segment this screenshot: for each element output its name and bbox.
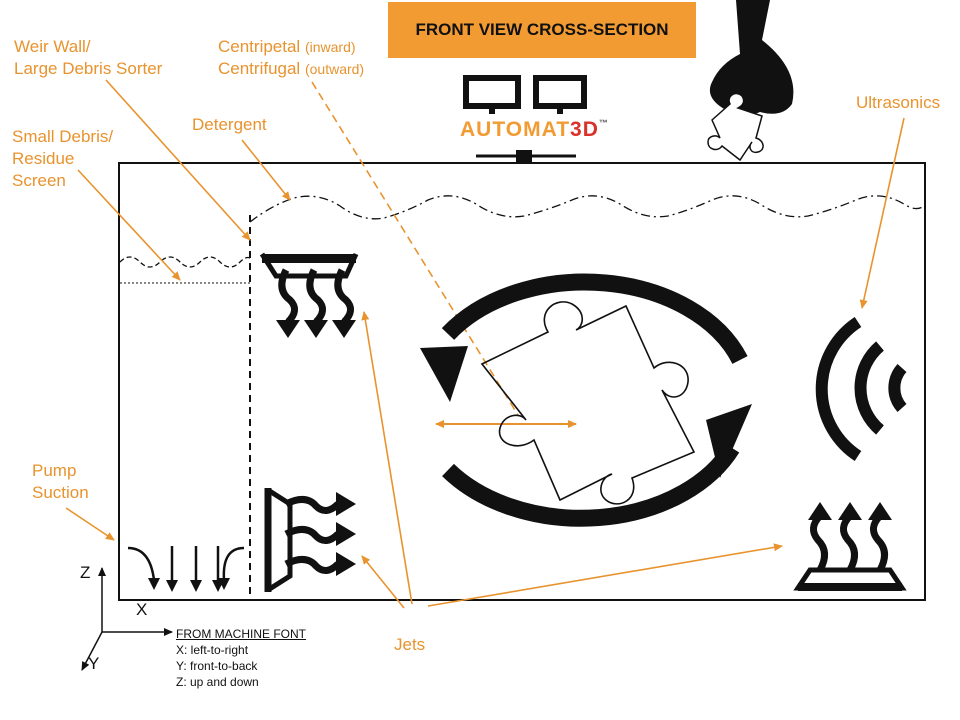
small-debris-line3: Screen (12, 171, 66, 190)
held-puzzle-piece-icon (707, 92, 764, 162)
ultrasonic-waves-icon (815, 316, 907, 462)
weir-wall-label-line1: Weir Wall/ (14, 37, 91, 56)
small-debris-leader (77, 169, 181, 281)
centripetal-note: (inward) (304, 39, 356, 55)
jets-label: Jets (394, 635, 426, 654)
jet-up-icon (793, 502, 907, 591)
centripetal-leader (311, 81, 519, 416)
legend-y: Y: front-to-back (176, 659, 258, 673)
hand-icon (709, 0, 794, 116)
suction-arrows-icon (127, 546, 245, 584)
jet-sideways-icon (264, 487, 356, 593)
monitors-logo-icon (463, 75, 587, 114)
logo-underline-block (516, 150, 532, 162)
small-debris-line1: Small Debris/ (12, 127, 114, 146)
ultrasonics-leader (859, 117, 905, 309)
automat3d-logo-text: AUTOMAT3D™ (460, 118, 609, 142)
axis-legend: FROM MACHINE FONT X: left-to-right Y: fr… (176, 626, 306, 690)
jets-leader-top (361, 311, 413, 605)
puzzle-piece-icon (480, 301, 696, 505)
weir-wall-label-line2: Large Debris Sorter (14, 59, 163, 78)
diagram-title: FRONT VIEW CROSS-SECTION (388, 2, 696, 58)
rotation-arrows-icon (441, 273, 748, 527)
axis-y-label: Y (88, 654, 100, 673)
pump-suction-line2: Suction (32, 483, 89, 502)
centripetal-text: Centripetal (218, 37, 301, 56)
jets-leader-mid (361, 555, 405, 609)
centripetal-centrifugal-label: Centripetal (inward) Centrifugal (outwar… (218, 36, 364, 80)
weir-wall-label: Weir Wall/ Large Debris Sorter (14, 36, 162, 80)
axis-gizmo (81, 567, 173, 671)
logo-tm: ™ (598, 118, 609, 128)
detergent-label: Detergent (192, 115, 267, 134)
pump-suction-leader (65, 507, 115, 541)
jet-down-icon (259, 252, 359, 338)
suction-arrowheads (148, 578, 230, 592)
small-debris-label: Small Debris/ Residue Screen (12, 126, 113, 192)
rotation-arrowhead-right (706, 404, 752, 478)
centrifugal-text: Centrifugal (218, 59, 301, 78)
rotation-arrowhead-left (420, 346, 468, 402)
tank-outline (118, 162, 926, 601)
ultrasonics-label: Ultrasonics (856, 93, 941, 112)
small-debris-line2: Residue (12, 149, 75, 168)
water-surface-line (249, 195, 925, 223)
axis-z-label: Z (80, 563, 91, 582)
legend-x: X: left-to-right (176, 643, 249, 657)
weir-wall-leader (105, 79, 251, 241)
screen-water-surface (119, 256, 251, 268)
detergent-leader (241, 139, 291, 201)
pump-suction-label: Pump Suction (32, 460, 89, 504)
axis-x-label: X (136, 600, 148, 619)
centrifugal-note: (outward) (304, 61, 365, 77)
legend-z: Z: up and down (176, 675, 259, 689)
pump-suction-line1: Pump (32, 461, 77, 480)
logo-text-red: 3D (570, 118, 599, 141)
jets-leader-right (427, 543, 783, 607)
legend-heading: FROM MACHINE FONT (176, 627, 306, 641)
logo-text-orange: AUTOMAT (460, 118, 571, 141)
